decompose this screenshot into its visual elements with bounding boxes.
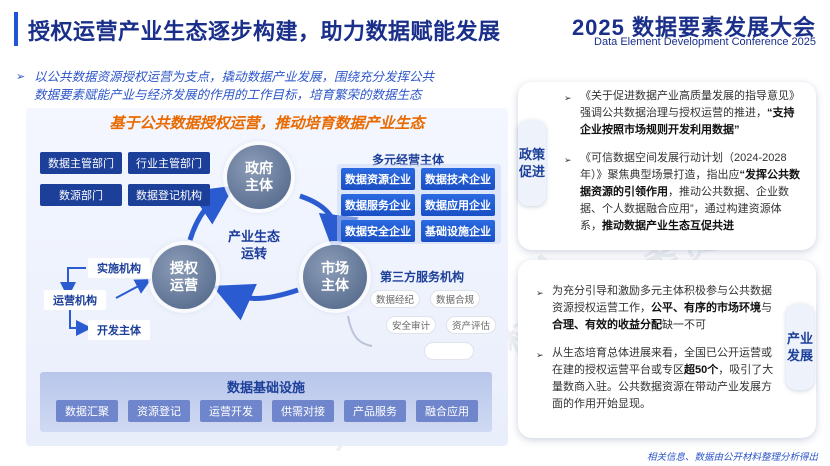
intro-arrow-icon: ➢	[16, 71, 26, 83]
data-infrastructure-title: 数据基础设施	[226, 380, 305, 395]
policy-bullet-1: 《关于促进数据产业高质量发展的指导意见》强调公共数据治理与授权运营的推进，“支持…	[580, 88, 802, 139]
industry-bullet-1-text: 为充分引导和激励多元主体积极参与公共数据资源授权运营工作，	[552, 285, 772, 314]
service-security-audit: 安全审计	[386, 316, 436, 334]
industry-bullet-1-joiner: 与	[761, 302, 772, 314]
industry-card	[518, 260, 816, 438]
market-entity-label: 市场 主体	[321, 260, 349, 293]
infra-fusion-application: 融合应用	[416, 400, 478, 422]
operator-data-application: 数据应用企业	[421, 194, 495, 216]
policy-bullet-1-emphasis: “支持企业按照市场规则开发利用数据”	[580, 107, 795, 136]
policy-bullet-2-emphasis-end: 推动数据产业生态互促共进	[602, 220, 734, 232]
entity-developer: 开发主体	[88, 320, 150, 340]
service-data-brokerage: 数据经纪	[370, 290, 420, 308]
infra-data-aggregation: 数据汇聚	[56, 400, 118, 422]
policy-tab: 政策 促进	[518, 120, 546, 206]
dept-data-authority: 数据主管部门	[40, 152, 122, 174]
operator-data-service: 数据服务企业	[341, 194, 415, 216]
industry-bullet-1-emphasis-2: 合理、有效的收益分配	[552, 319, 662, 331]
government-entity-label: 政府 主体	[245, 160, 273, 193]
industry-bullet-2: 从生态培育总体进展来看，全国已公开运营或在建的授权运营平台或专区超50个，吸引了…	[552, 345, 780, 413]
service-placeholder	[424, 342, 474, 360]
infra-product-service: 产品服务	[344, 400, 406, 422]
industry-bullet-2-text: 从生态培育总体进展来看，全国已公开运营或在建的授权运营平台或专区	[552, 347, 772, 376]
dept-data-registry: 数据登记机构	[128, 184, 210, 206]
service-data-compliance: 数据合规	[430, 290, 480, 308]
infra-operation-development: 运营开发	[200, 400, 262, 422]
operator-infrastructure: 基础设施企业	[421, 220, 495, 242]
industry-tab: 产业 发展	[786, 304, 814, 390]
industry-bullet-1: 为充分引导和激励多元主体积极参与公共数据资源授权运营工作，公平、有序的市场环境与…	[552, 283, 780, 334]
bullet-arrow-icon: ➢	[564, 93, 572, 103]
operator-data-tech: 数据技术企业	[421, 168, 495, 190]
industry-bullet-2-tail: ，吸引了大量数商入驻。公共数据资源在带动产业发展方面的作用开始显现。	[552, 364, 774, 410]
operator-data-security: 数据安全企业	[341, 220, 415, 242]
policy-bullet-1-text: 《关于促进数据产业高质量发展的指导意见》强调公共数据治理与授权运营的推进，	[580, 90, 800, 119]
source-footnote: 相关信息、数据由公开材料整理分析得出	[646, 452, 818, 463]
service-asset-valuation: 资产评估	[446, 316, 496, 334]
operator-data-resource: 数据资源企业	[341, 168, 415, 190]
multi-operators-title: 多元经营主体	[372, 153, 445, 167]
third-party-title: 第三方服务机构	[380, 270, 465, 284]
intro-text: 以公共数据资源授权运营为支点，撬动数据产业发展，围绕充分发挥公共 数据要素赋能产…	[34, 68, 504, 104]
entity-implementing-agency: 实施机构	[88, 258, 150, 278]
industry-bullet-1-tail: 缺一不可	[662, 319, 706, 331]
policy-bullet-2-emphasis: “发挥公共数据资源的引领作用	[580, 169, 800, 198]
page-title: 授权运营产业生态逐步构建，助力数据赋能发展	[28, 19, 501, 44]
conference-title: 2025 数据要素发展大会	[571, 15, 816, 40]
market-entity-circle: 市场 主体	[303, 245, 367, 309]
infra-supply-demand: 供需对接	[272, 400, 334, 422]
dept-industry-authority: 行业主管部门	[128, 152, 210, 174]
bullet-arrow-icon: ➢	[536, 350, 544, 360]
dept-data-source: 数源部门	[40, 184, 122, 206]
authorized-operation-label: 授权 运营	[170, 260, 198, 293]
bullet-arrow-icon: ➢	[536, 288, 544, 298]
intro-line-1: 以公共数据资源授权运营为支点，撬动数据产业发展，围绕充分发挥公共	[34, 70, 435, 84]
bullet-arrow-icon: ➢	[564, 155, 572, 165]
industry-bullet-1-emphasis-1: 公平、有序的市场环境	[651, 302, 761, 314]
ecosystem-operation-label: 产业生态 运转	[228, 229, 281, 261]
policy-bullet-2-text-cont: ，推动公共数据、企业数据、个人数据融合应用”，通过构建资源体系，	[580, 186, 789, 232]
policy-bullet-2-text: 《可信数据空间发展行动计划（2024-2028年）》聚焦典型场景打造，指出应	[580, 152, 787, 181]
authorized-operation-circle: 授权 运营	[152, 245, 216, 309]
title-accent-bar	[14, 12, 18, 46]
diagram-title: 基于公共数据授权运营，推动培育数据产业生态	[109, 115, 425, 132]
infra-resource-registration: 资源登记	[128, 400, 190, 422]
policy-card	[518, 82, 816, 250]
policy-bullet-2: 《可信数据空间发展行动计划（2024-2028年）》聚焦典型场景打造，指出应“发…	[580, 150, 802, 235]
intro-line-2: 数据要素赋能产业与经济发展的作用的工作目标，培育繁荣的数据生态	[34, 88, 422, 102]
conference-subtitle: Data Element Development Conference 2025	[594, 36, 816, 48]
government-entity-circle: 政府 主体	[227, 145, 291, 209]
entity-operating-agency: 运营机构	[44, 290, 106, 310]
industry-bullet-2-emphasis: 超50个	[684, 364, 719, 376]
